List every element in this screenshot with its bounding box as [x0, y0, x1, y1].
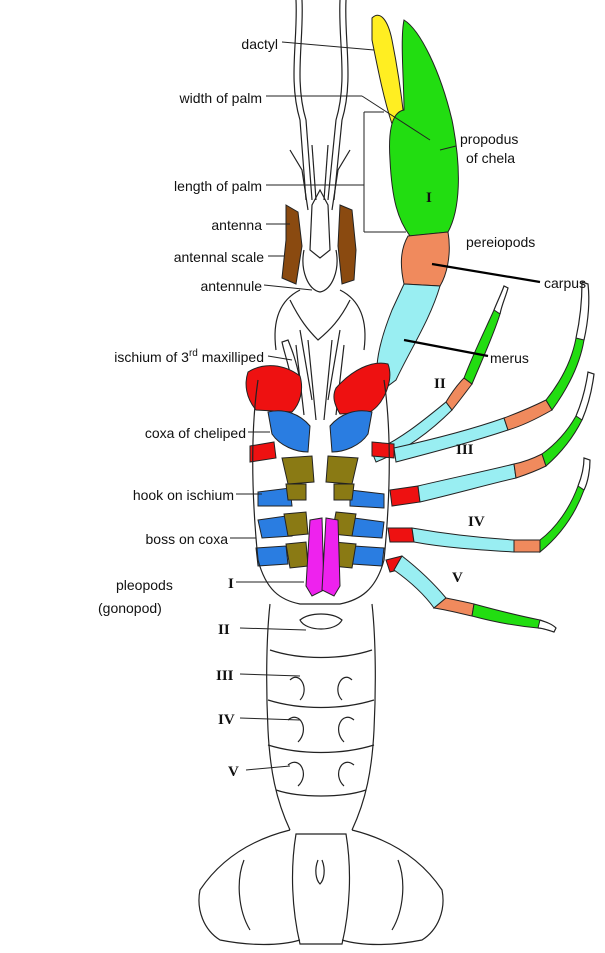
leg-III-carpus: [504, 400, 552, 430]
numeral-leg-III: III: [456, 442, 474, 458]
antenna-right: [338, 205, 356, 284]
rostrum: [310, 190, 330, 258]
numeral-pleopod-II: II: [218, 622, 230, 638]
label-width-of-palm: width of palm: [179, 90, 262, 106]
numeral-leg-II: II: [434, 376, 446, 392]
label-antennule: antennule: [200, 278, 262, 294]
numeral-leg-IV: IV: [468, 514, 485, 530]
tail-fan: [199, 830, 443, 945]
gonopod-left: [306, 518, 324, 596]
leg-IV-propodus: [542, 416, 582, 466]
leg-V-ischium: [388, 528, 414, 542]
gonopod-right: [322, 518, 340, 596]
label-propodus-line2: of chela: [466, 150, 515, 166]
leg-II-carpus: [446, 378, 472, 410]
label-dactyl: dactyl: [241, 36, 278, 52]
carpus-cheliped: [401, 232, 449, 286]
label-carpus: carpus: [544, 275, 586, 291]
leg-V-merus: [412, 528, 514, 552]
numeral-leg-V: V: [452, 570, 463, 586]
ischium-cheliped-right: [334, 363, 390, 414]
leg-IV-merus: [418, 464, 516, 502]
left-ischium-II: [250, 442, 276, 462]
antenna-left: [282, 205, 302, 284]
label-propodus-line1: propodus: [460, 131, 518, 147]
leg-VI-merus: [394, 556, 446, 608]
label-gonopod: (gonopod): [98, 600, 162, 616]
label-pereiopods: pereiopods: [466, 234, 535, 250]
ischium-cheliped-left: [246, 366, 302, 412]
left-ischium-III: [372, 442, 394, 458]
leg-V-carpus: [514, 540, 540, 552]
numeral-pleopod-III: III: [216, 668, 234, 684]
label-antenna: antenna: [211, 217, 262, 233]
leg-II-propodus: [464, 310, 500, 384]
propodus-of-chela: [390, 20, 459, 236]
numeral-leg-I: I: [426, 190, 432, 206]
antennule-bases: [303, 250, 337, 292]
label-boss-on-coxa: boss on coxa: [146, 531, 229, 547]
numeral-pleopod-IV: IV: [218, 712, 235, 728]
label-pleopods: pleopods: [116, 577, 173, 593]
abdomen: [267, 604, 376, 830]
label-length-of-palm: length of palm: [174, 178, 262, 194]
numeral-pleopod-V: V: [228, 764, 239, 780]
antennae-whips: [290, 0, 350, 210]
label-merus: merus: [490, 350, 529, 366]
leg-VI-propodus: [472, 604, 540, 628]
leg-IV-carpus: [514, 454, 546, 478]
leg-V-propodus: [540, 486, 584, 552]
leg-III-propodus: [546, 338, 584, 410]
leg-IV-ischium: [390, 486, 420, 506]
dactyl: [372, 15, 404, 124]
label-coxa-of-cheliped: coxa of cheliped: [145, 425, 246, 441]
label-ischium-3rd-maxilliped: ischium of 3rd maxilliped: [114, 348, 264, 365]
numeral-pleopod-I: I: [228, 576, 234, 592]
label-antennal-scale: antennal scale: [174, 249, 265, 265]
label-hook-on-ischium: hook on ischium: [133, 487, 234, 503]
